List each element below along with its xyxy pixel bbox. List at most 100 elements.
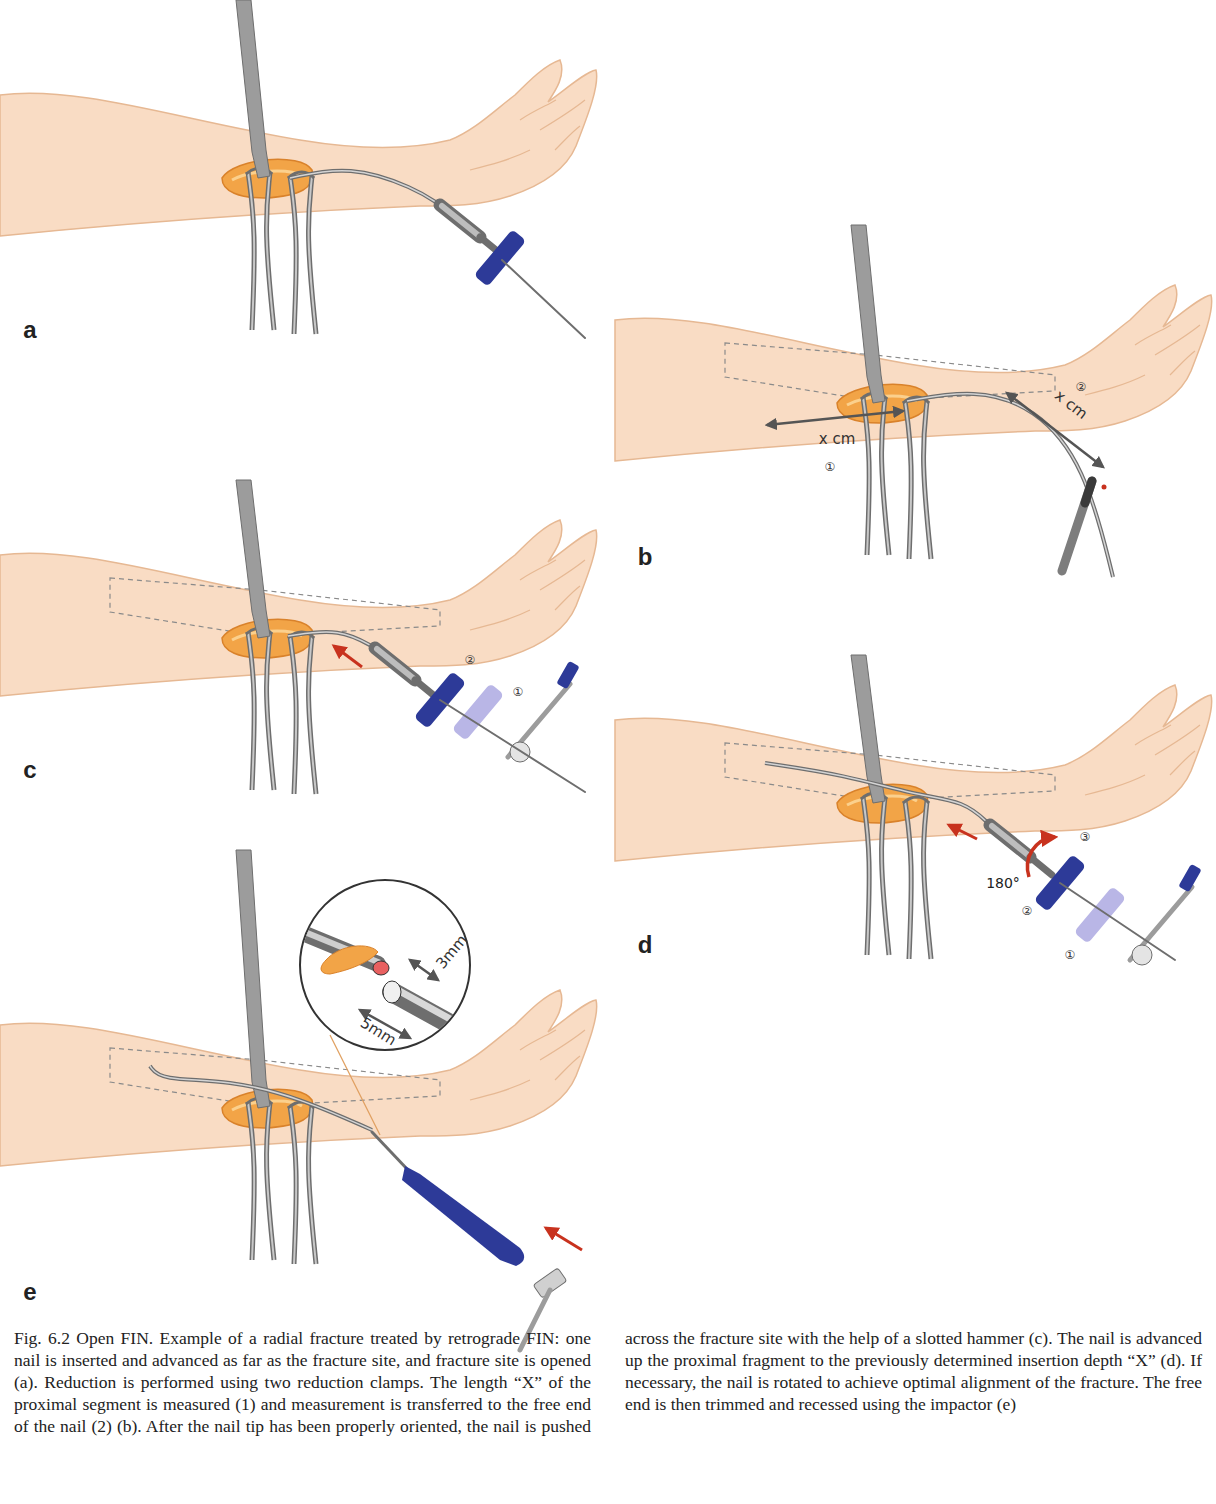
hand-crease — [1085, 375, 1145, 395]
inset-nail-end — [373, 961, 389, 975]
reduction-clamp-highlight — [882, 797, 889, 955]
reduction-clamp-highlight — [248, 632, 254, 790]
reduction-clamp — [905, 801, 911, 959]
reduction-clamp-highlight — [267, 1102, 274, 1260]
hand-crease — [1135, 725, 1171, 745]
reduction-clamp — [267, 632, 274, 790]
reduction-clamp — [863, 797, 869, 955]
nail-free-end — [502, 260, 585, 338]
motion-arrow — [949, 825, 977, 839]
angle-label: 180° — [986, 876, 1020, 890]
reduction-clamp — [863, 397, 869, 555]
hand-crease — [540, 1030, 585, 1060]
hammer-grip — [1178, 864, 1201, 893]
motion-arrow — [546, 1228, 582, 1250]
inset-bone — [321, 946, 378, 974]
callout-number: ③ — [1080, 831, 1091, 843]
hand-crease — [1170, 751, 1195, 775]
hammer-grip — [556, 661, 579, 690]
inset-skin-line — [300, 1060, 470, 1088]
elevator — [236, 480, 270, 638]
forearm — [0, 60, 597, 236]
reduction-clamp — [924, 401, 931, 559]
figure-caption: Fig. 6.2 Open FIN. Example of a radial f… — [14, 1328, 1202, 1437]
dimension-label: x cm — [819, 432, 856, 447]
nail-highlight — [290, 171, 440, 205]
inserter-chuck — [440, 205, 480, 237]
reduction-clamp-highlight — [267, 632, 274, 790]
reduction-clamp-highlight — [905, 401, 911, 559]
dimension-label: 3mm — [434, 932, 470, 971]
hand-crease — [555, 126, 580, 150]
impactor-tip — [372, 1132, 408, 1170]
reduction-clamp-highlight — [924, 801, 931, 959]
inserter-chuck — [375, 648, 415, 680]
reduction-clamp-highlight — [309, 176, 316, 334]
forearm — [0, 520, 597, 696]
impactor — [402, 1166, 524, 1266]
reduction-clamp-highlight — [290, 176, 296, 334]
hand-crease — [470, 610, 530, 630]
reduction-clamp-highlight — [290, 636, 296, 794]
inserter-shaft — [1030, 857, 1052, 875]
callout-number: ② — [1022, 905, 1033, 917]
reduction-clamp — [309, 1106, 316, 1264]
inset-impactor-highlight — [394, 988, 470, 1030]
reduction-clamp-highlight — [267, 172, 274, 330]
reduction-clamp — [248, 632, 254, 790]
panel-e — [0, 850, 597, 1350]
nail-highlight — [288, 632, 375, 648]
marker-pen-cap — [1085, 481, 1092, 503]
reduction-clamp — [248, 172, 254, 330]
hand-crease — [470, 1080, 530, 1100]
reduction-clamp — [905, 401, 911, 559]
panel-letter: c — [23, 758, 36, 782]
length-mark — [1102, 485, 1107, 490]
panel-a — [0, 0, 597, 338]
reduction-clamp — [309, 176, 316, 334]
hand-crease — [1155, 725, 1200, 755]
nail — [290, 171, 440, 205]
hand-crease — [1085, 775, 1145, 795]
nail — [150, 1066, 372, 1130]
forearm — [0, 990, 597, 1166]
reduction-clamp — [290, 176, 296, 334]
panel-c — [0, 480, 597, 794]
reduction-clamp-highlight — [863, 397, 869, 555]
dimension-arrow — [1007, 393, 1103, 467]
nail — [907, 394, 1113, 577]
reduction-clamp — [924, 801, 931, 959]
callout-number: ② — [465, 654, 476, 666]
reduction-clamp-highlight — [863, 797, 869, 955]
nail — [288, 632, 375, 648]
panel-letter: d — [638, 933, 653, 957]
reduction-clamp-highlight — [924, 401, 931, 559]
reduction-clamp-highlight — [309, 636, 316, 794]
reduction-clamp-highlight — [248, 172, 254, 330]
reduction-clamp-highlight — [290, 1106, 296, 1264]
t-handle — [474, 229, 526, 287]
nail-highlight — [765, 763, 990, 825]
marker-pen — [1062, 481, 1092, 571]
nail-highlight — [907, 394, 1113, 577]
slotted-hammer — [1074, 886, 1126, 944]
inserter-chuck — [990, 825, 1030, 857]
nail — [765, 763, 990, 825]
panel-letter: e — [23, 1280, 36, 1304]
elevator — [851, 225, 885, 403]
reduction-clamp — [267, 172, 274, 330]
panel-b — [615, 225, 1212, 577]
hand-crease — [520, 560, 556, 580]
inserter-chuck-highlight — [377, 649, 413, 678]
reduction-clamp — [309, 636, 316, 794]
elevator — [236, 0, 270, 178]
nail-highlight — [150, 1066, 372, 1130]
dimension-arrow — [410, 960, 438, 980]
forearm — [615, 285, 1212, 461]
dimension-label: 5mm — [358, 1015, 399, 1048]
callout-number: ① — [825, 461, 836, 473]
rotation-arrow — [1027, 837, 1055, 877]
callout-number: ① — [513, 686, 524, 698]
reduction-clamp-highlight — [905, 801, 911, 959]
